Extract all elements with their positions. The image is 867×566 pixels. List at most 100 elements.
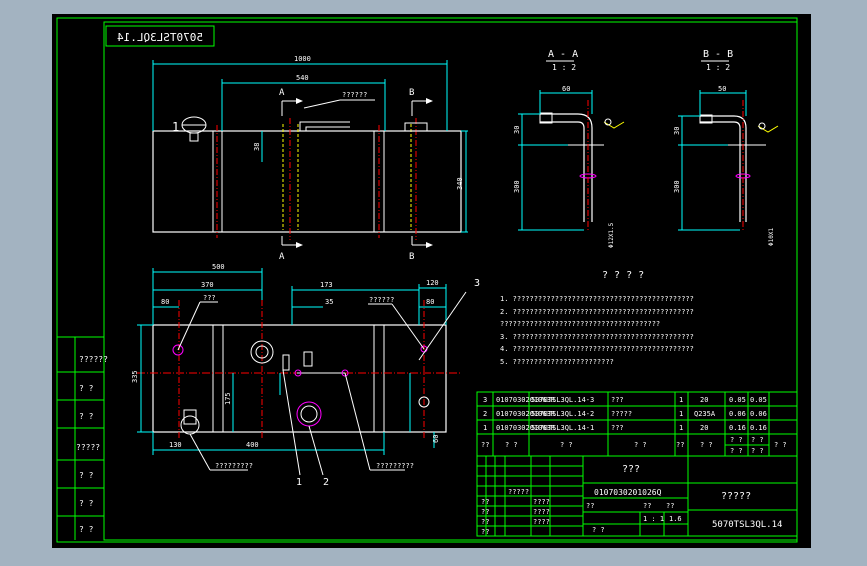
tank-outline-plan (152, 324, 447, 433)
bom-header-desc: ? ? (634, 441, 647, 449)
title-part-code: 0107030201026Q (594, 488, 662, 497)
strip-cell-4: ? ? (79, 471, 94, 480)
section-b-b[interactable]: B - B 1 : 2 50 30 300 Φ10X1 (673, 49, 779, 246)
section-b-title: B - B (703, 49, 733, 60)
plan-view[interactable]: 500 370 80 173 120 80 35 335 175 400 130… (131, 263, 480, 488)
dim-35: 35 (325, 298, 333, 306)
strip-cell-0: ?????? (79, 355, 108, 364)
bom-row-1-name: 5070TSL3QL.14-1 (531, 424, 594, 432)
bom-header-w2: ? ? (751, 436, 764, 444)
dim-500: 500 (212, 263, 225, 271)
section-b-scale: 1 : 2 (706, 63, 730, 72)
note-line-1: 1. ?????????????????????????????????????… (500, 295, 694, 303)
title-cell-2: ?? (666, 502, 674, 510)
title-cell-0: ?? (586, 502, 594, 510)
bom-header-w-sub2: ? ? (751, 447, 764, 455)
strip-cell-1: ? ? (79, 384, 94, 393)
section-a-scale: 1 : 2 (552, 63, 576, 72)
bom-header-idx: ?? (481, 441, 489, 449)
bom-row-1-mat: 20 (700, 424, 708, 432)
filler-neck-plan (250, 340, 274, 364)
title-row-label-0: ?? (481, 498, 489, 506)
title-row-label-2: ?? (481, 518, 489, 526)
section-b-dim-300: 300 (673, 180, 681, 193)
svg-text:1: 1 (172, 120, 179, 134)
title-label-col-2: ???? (533, 508, 550, 516)
front-leader-note: ?????? (342, 91, 367, 99)
title-page-label: ? ? (592, 526, 605, 534)
inner-border (103, 21, 798, 541)
bill-of-materials[interactable]: 3 0107030201063R 5070TSL3QL.14-3 ??? 1 2… (476, 391, 798, 457)
dim-1000: 1000 (294, 55, 311, 63)
bom-header-mat: ? ? (700, 441, 713, 449)
bom-header-qty: ?? (676, 441, 684, 449)
notes-heading: ? ? ? ? (602, 270, 644, 281)
title-row-label-1: ?? (481, 508, 489, 516)
title-weight: 1.6 (669, 515, 682, 523)
title-label-col-1: ???? (533, 498, 550, 506)
strip-cell-3: ????? (76, 443, 100, 452)
balloon-1: 1 (296, 477, 302, 488)
bom-row-2-w1: 0.06 (729, 410, 746, 418)
section-b-dim-30: 30 (673, 127, 681, 135)
title-block[interactable]: ?? ?? ?? ?? ????? ???? ???? ???? ?? ?? ?… (476, 455, 798, 537)
bom-row-3-w2: 0.05 (750, 396, 767, 404)
section-a-dim-30: 30 (513, 126, 521, 134)
bom-row-1-desc: ??? (611, 424, 624, 432)
note-line-2b: ?????????????????????????????????????? (500, 320, 660, 328)
strip-cell-2: ? ? (79, 412, 94, 421)
title-drawing-no: 5070TSL3QL.14 (712, 520, 782, 530)
bom-header-w-sub1: ? ? (730, 447, 743, 455)
dim-120: 120 (426, 279, 439, 287)
title-part-name: ??? (622, 464, 640, 475)
bom-row-1-idx: 1 (483, 424, 487, 432)
plan-note-1: ??? (203, 294, 216, 302)
note-line-2: 2. ?????????????????????????????????????… (500, 308, 694, 316)
title-company: ????? (721, 491, 751, 502)
section-mark-a-bottom: A (279, 252, 285, 262)
title-label-col-0: ????? (508, 488, 529, 496)
section-a-dim-300: 300 (513, 180, 521, 193)
bom-row-1-code: 0107030201063R (496, 424, 556, 432)
bom-row-2-qty: 1 (679, 410, 683, 418)
dim-175: 175 (224, 392, 232, 405)
section-mark-a-top: A (279, 88, 285, 98)
section-a-a[interactable]: A - A 1 : 2 60 30 300 Φ12X1.5 (513, 49, 625, 248)
balloon-3: 3 (474, 278, 480, 289)
dim-130: 130 (169, 441, 182, 449)
title-label-col-3: ???? (533, 518, 550, 526)
dim-370: 370 (201, 281, 214, 289)
dim-400: 400 (246, 441, 259, 449)
dim-540: 540 (296, 74, 309, 82)
dim-80-left: 80 (161, 298, 169, 306)
technical-notes: ? ? ? ? 1. ?????????????????????????????… (500, 270, 694, 366)
bom-row-1-w1: 0.16 (729, 424, 746, 432)
section-a-pipe-label: Φ12X1.5 (608, 222, 615, 248)
title-scale: 1 : 1 (643, 515, 664, 523)
front-view[interactable]: 1 A A B B ?????? (152, 55, 468, 262)
note-line-4: 4. ?????????????????????????????????????… (500, 345, 694, 353)
section-b-pipe-label: Φ10X1 (768, 228, 775, 246)
bom-row-3-desc: ??? (611, 396, 624, 404)
dim-60: 60 (432, 435, 440, 443)
dim-335: 335 (131, 370, 139, 383)
bom-row-3-mat: 20 (700, 396, 708, 404)
drawing-sheet (52, 14, 811, 548)
code-box (105, 25, 215, 47)
left-strip: ?????? ? ? ? ? ????? ? ? ? ? ? ? (57, 336, 108, 540)
bom-row-2-w2: 0.06 (750, 410, 767, 418)
bom-row-1-qty: 1 (679, 424, 683, 432)
section-a-title: A - A (548, 49, 578, 60)
section-mark-b-bottom: B (409, 252, 414, 262)
bom-row-2-name: 5070TSL3QL.14-2 (531, 410, 594, 418)
bom-header-note: ? ? (774, 441, 787, 449)
plan-note-3: ????????? (215, 462, 253, 470)
strip-cell-5: ? ? (79, 499, 94, 508)
mirrored-drawing-code: 5070TSL3QL.14 (117, 31, 203, 44)
dim-38: 38 (253, 143, 261, 151)
section-mark-b-top: B (409, 88, 414, 98)
bom-row-3-code: 0107030201063R (496, 396, 556, 404)
section-b-dim-50: 50 (718, 85, 726, 93)
title-row-label-3: ?? (481, 528, 489, 536)
